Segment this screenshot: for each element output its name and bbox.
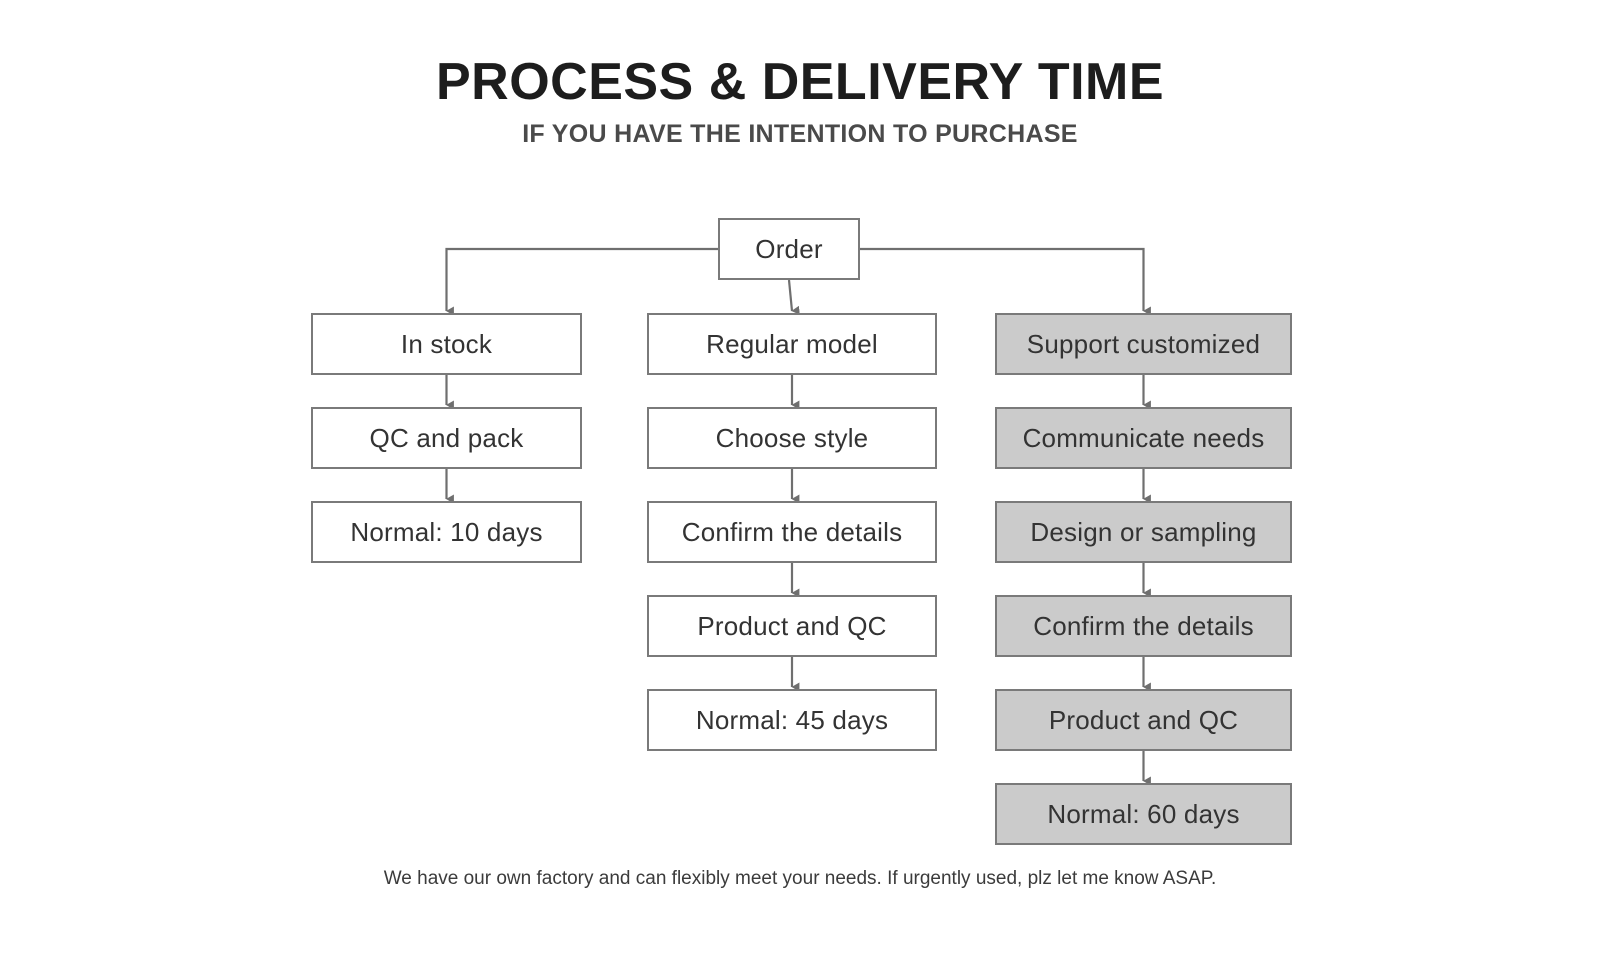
flow-node-support-customized-1-label: Communicate needs xyxy=(1022,423,1265,453)
connector-order-to-support-customized xyxy=(860,247,1151,316)
flow-node-regular-model-2[interactable]: Confirm the details xyxy=(647,501,937,563)
flow-node-support-customized-5[interactable]: Normal: 60 days xyxy=(995,783,1292,845)
flow-node-support-customized-5-label: Normal: 60 days xyxy=(1047,799,1240,829)
connector-order-to-regular-model xyxy=(787,279,800,315)
flow-node-regular-model-0-label: Regular model xyxy=(706,329,878,359)
flow-node-regular-model-1[interactable]: Choose style xyxy=(647,407,937,469)
flow-node-support-customized-2[interactable]: Design or sampling xyxy=(995,501,1292,563)
flow-node-order-label: Order xyxy=(755,234,823,264)
flow-node-regular-model-4-label: Normal: 45 days xyxy=(695,705,889,735)
flow-node-regular-model-4[interactable]: Normal: 45 days xyxy=(647,689,937,751)
flow-node-support-customized-4-label: Product and QC xyxy=(1048,705,1239,735)
flow-node-support-customized-2-label: Design or sampling xyxy=(1030,517,1257,547)
footer-note: We have our own factory and can flexibly… xyxy=(383,868,1217,889)
flow-node-in-stock-2[interactable]: Normal: 10 days xyxy=(311,501,582,563)
flow-node-support-customized-4[interactable]: Product and QC xyxy=(995,689,1292,751)
flow-node-support-customized-3-label: Confirm the details xyxy=(1033,611,1254,641)
flow-node-support-customized-1[interactable]: Communicate needs xyxy=(995,407,1292,469)
flow-node-regular-model-3[interactable]: Product and QC xyxy=(647,595,937,657)
connector-order-to-in-stock xyxy=(445,247,718,316)
page-title: PROCESS & DELIVERY TIME xyxy=(435,53,1165,111)
flow-node-regular-model-0[interactable]: Regular model xyxy=(647,313,937,375)
flow-node-in-stock-1[interactable]: QC and pack xyxy=(311,407,582,469)
flow-node-regular-model-2-label: Confirm the details xyxy=(681,517,903,547)
flow-node-support-customized-3[interactable]: Confirm the details xyxy=(995,595,1292,657)
flow-node-order[interactable]: Order xyxy=(718,218,860,280)
flow-node-in-stock-0-label: In stock xyxy=(400,329,493,359)
flow-node-in-stock-1-label: QC and pack xyxy=(369,423,524,453)
flow-node-regular-model-3-label: Product and QC xyxy=(697,611,887,641)
flow-node-in-stock-0[interactable]: In stock xyxy=(311,313,582,375)
flow-node-support-customized-0-label: Support customized xyxy=(1026,329,1261,359)
flow-node-support-customized-0[interactable]: Support customized xyxy=(995,313,1292,375)
flow-node-in-stock-2-label: Normal: 10 days xyxy=(350,517,543,547)
flow-node-regular-model-1-label: Choose style xyxy=(715,423,869,453)
page-subtitle: IF YOU HAVE THE INTENTION TO PURCHASE xyxy=(522,120,1078,148)
